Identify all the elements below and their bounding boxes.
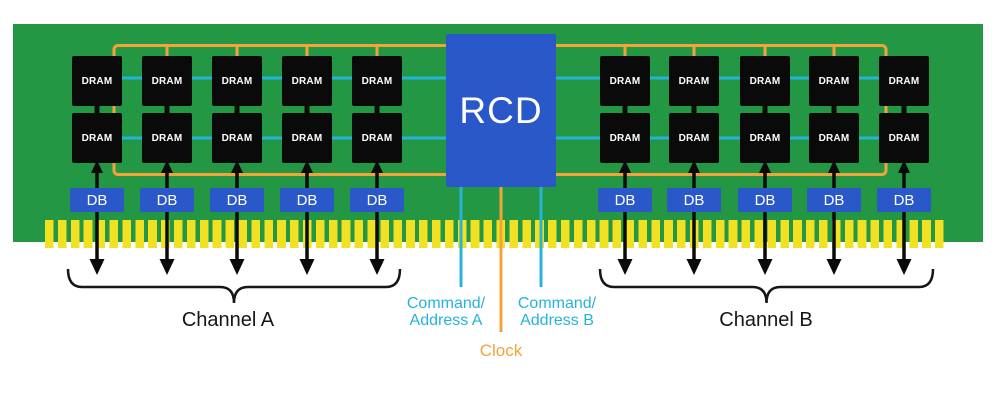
channel-a-label: Channel A — [181, 309, 275, 331]
dram-chip: DRAM — [809, 56, 859, 106]
dram-chip: DRAM — [809, 113, 859, 163]
command-address-b-label: Command/ Address B — [492, 295, 622, 329]
dram-chip: DRAM — [740, 113, 790, 163]
db-chip: DB — [738, 188, 792, 212]
db-chip: DB — [598, 188, 652, 212]
db-chip: DB — [210, 188, 264, 212]
rcd-chip: RCD — [446, 34, 556, 187]
dram-chip: DRAM — [740, 56, 790, 106]
edge-connector-gold-fingers — [45, 220, 948, 248]
dram-chip: DRAM — [142, 56, 192, 106]
db-chip: DB — [70, 188, 124, 212]
db-chip: DB — [140, 188, 194, 212]
dram-chip: DRAM — [352, 113, 402, 163]
dram-chip: DRAM — [879, 113, 929, 163]
dram-chip: DRAM — [212, 113, 262, 163]
command-address-b-line1: Command/ — [517, 295, 597, 312]
dram-chip: DRAM — [72, 56, 122, 106]
dram-row-interconnect-wires — [97, 76, 904, 140]
db-chip: DB — [807, 188, 861, 212]
dram-stack-connectors — [94, 105, 907, 114]
dram-chip: DRAM — [669, 113, 719, 163]
db-to-dram-arrows — [91, 160, 910, 189]
db-chip: DB — [280, 188, 334, 212]
db-chip: DB — [877, 188, 931, 212]
rcd-label: RCD — [459, 89, 543, 131]
db-to-edge-arrows — [89, 212, 912, 275]
command-address-a-label: Command/ Address A — [381, 295, 511, 329]
dram-chip: DRAM — [282, 56, 332, 106]
db-chip: DB — [667, 188, 721, 212]
dram-chip: DRAM — [600, 56, 650, 106]
db-chip: DB — [350, 188, 404, 212]
clock-label: Clock — [479, 341, 523, 360]
channel-a-brace — [66, 268, 402, 304]
command-address-a-line2: Address A — [409, 312, 483, 329]
dram-chip: DRAM — [72, 113, 122, 163]
dram-chip: DRAM — [142, 113, 192, 163]
dram-chip: DRAM — [600, 113, 650, 163]
dram-chip: DRAM — [879, 56, 929, 106]
dram-chip: DRAM — [282, 113, 332, 163]
channel-b-label: Channel B — [719, 309, 813, 331]
channel-b-brace — [598, 268, 935, 304]
command-address-b-line2: Address B — [520, 312, 594, 329]
dram-chip: DRAM — [212, 56, 262, 106]
dram-chip: DRAM — [352, 56, 402, 106]
command-address-a-line1: Command/ — [406, 295, 486, 312]
dram-chip: DRAM — [669, 56, 719, 106]
